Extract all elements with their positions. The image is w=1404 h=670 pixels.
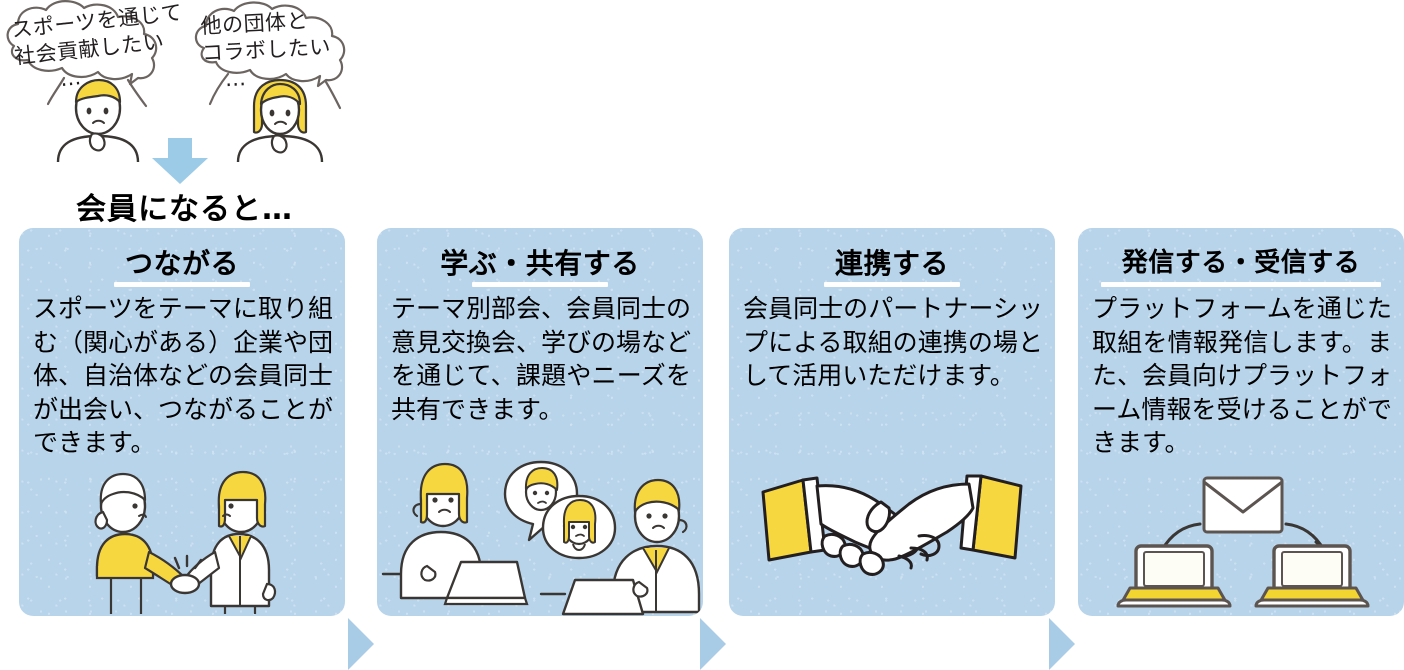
title-underline (1101, 282, 1381, 287)
connector-arrow-1 (348, 618, 374, 670)
card-body-text: スポーツをテーマに取り組む（関心がある）企業や団体、自治体などの会員同士が出会い… (33, 294, 334, 457)
down-arrow-icon (152, 138, 208, 184)
intro-section: スポーツを通じて 社会貢献したい … 他の団体と コラボしたい … (0, 0, 1404, 228)
title-underline (114, 282, 250, 287)
thought-bubble-right (194, 1, 346, 110)
benefit-card-collaborate[interactable]: 連携する 会員同士のパートナーシップによる取組の連携の場として活用いただけます。 (729, 228, 1055, 616)
handshake-icon (761, 474, 1023, 576)
handshake-two-people-icon (94, 470, 277, 614)
connector-arrow-3 (1049, 618, 1075, 670)
card-body-text: プラットフォームを通じた取組を情報発信します。また、会員向けプラットフォーム情報… (1092, 294, 1393, 457)
title-underline (472, 282, 608, 287)
card-title: 発信する・受信する (1121, 248, 1361, 278)
card-title: つながる (124, 247, 239, 280)
connector-arrow-2 (700, 618, 726, 670)
card-title: 学ぶ・共有する (440, 247, 640, 280)
title-underline (824, 282, 960, 287)
benefit-card-broadcast-receive[interactable]: 発信する・受信する プラットフォームを通じた取組を情報発信します。また、会員向け… (1078, 228, 1404, 616)
card-title: 連携する (834, 247, 949, 280)
thought-bubble-left (6, 0, 158, 108)
benefit-card-connect[interactable]: つながる スポーツをテーマに取り組む（関心がある）企業や団体、自治体などの会員同… (19, 228, 345, 616)
thinking-person-female-icon (236, 78, 324, 162)
benefit-card-learn-share[interactable]: 学ぶ・共有する テーマ別部会、会員同士の意見交換会、学びの場などを通じて、課題や… (377, 228, 703, 616)
online-meeting-icon (381, 460, 701, 616)
card-body-text: テーマ別部会、会員同士の意見交換会、学びの場などを通じて、課題やニーズを共有でき… (391, 294, 692, 424)
laptops-email-icon (1116, 476, 1370, 608)
benefits-cards-row: つながる スポーツをテーマに取り組む（関心がある）企業や団体、自治体などの会員同… (0, 228, 1404, 670)
thinking-person-male-icon (56, 78, 140, 162)
member-heading: 会員になると… (76, 192, 293, 227)
card-body-text: 会員同士のパートナーシップによる取組の連携の場として活用いただけます。 (743, 294, 1043, 390)
